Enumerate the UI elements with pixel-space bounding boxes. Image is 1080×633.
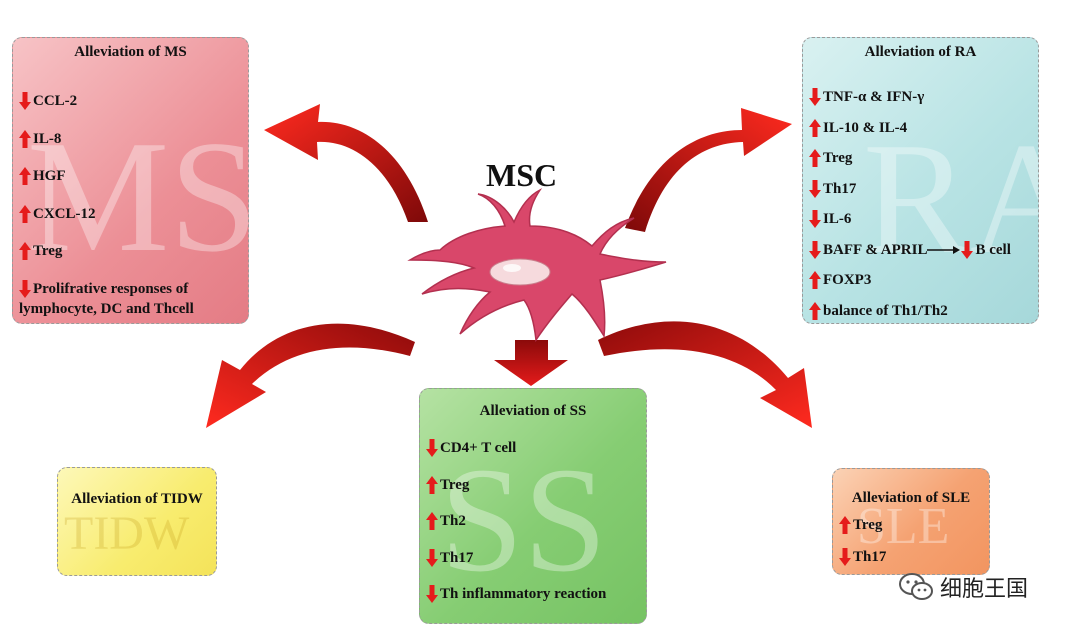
ra-item-text: balance of Th1/Th2 bbox=[823, 302, 948, 319]
ra-title: Alleviation of RA bbox=[864, 44, 977, 60]
up-arrow-icon bbox=[19, 242, 31, 260]
ra-list-item: TNF-α & IFN-γ bbox=[809, 87, 924, 107]
ss-list-item: Th inflammatory reaction bbox=[426, 584, 606, 604]
down-arrow-icon bbox=[19, 92, 31, 110]
arrow-to-ra bbox=[625, 108, 792, 232]
down-arrow-icon bbox=[839, 548, 851, 566]
ms-item-text: HGF bbox=[33, 168, 66, 184]
msc-label: MSC bbox=[486, 157, 558, 193]
up-arrow-icon bbox=[809, 118, 821, 137]
down-arrow-icon bbox=[809, 210, 821, 228]
ms-list-item: HGF bbox=[19, 166, 66, 186]
tidw-box: TIDW Alleviation of TIDW bbox=[57, 467, 217, 576]
ms-item-text-line2: lymphocyte, DC and Thcell bbox=[19, 300, 194, 317]
ra-list-item: IL-10 & IL-4 bbox=[809, 118, 907, 138]
ms-list-item: Prolifrative responses of lymphocyte, DC … bbox=[19, 279, 194, 319]
ms-list-item: IL-8 bbox=[19, 129, 61, 149]
sle-item-text: Treg bbox=[853, 517, 883, 533]
ss-list-item: Treg bbox=[426, 475, 469, 495]
ss-item-text: Th2 bbox=[440, 513, 466, 529]
down-arrow-icon bbox=[809, 240, 821, 259]
up-arrow-icon bbox=[19, 204, 31, 223]
ra-box: RA Alleviation of RA TNF-α & IFN-γIL-10 … bbox=[802, 37, 1039, 324]
ms-item-text: CXCL-12 bbox=[33, 205, 96, 222]
ss-list-item: CD4+ T cell bbox=[426, 438, 516, 458]
up-arrow-icon bbox=[19, 167, 31, 185]
ms-item-text: CCL-2 bbox=[33, 93, 78, 109]
ms-list-item: CXCL-12 bbox=[19, 204, 96, 224]
wechat-icon bbox=[899, 573, 933, 600]
brand-text: 细胞王国 bbox=[940, 577, 1029, 602]
tidw-title: Alleviation of TIDW bbox=[71, 491, 203, 507]
ra-item-text: IL-10 & IL-4 bbox=[823, 119, 908, 136]
up-arrow-icon bbox=[809, 271, 821, 289]
ra-item-text: Th17 bbox=[823, 180, 857, 197]
up-arrow-icon bbox=[809, 149, 821, 167]
ra-list-item: FOXP3 bbox=[809, 270, 871, 290]
ss-title: Alleviation of SS bbox=[479, 403, 587, 419]
down-arrow-icon bbox=[19, 279, 31, 298]
ms-item-text: Prolifrative responses of bbox=[33, 280, 189, 297]
arrow-to-ss bbox=[494, 340, 568, 386]
up-arrow-icon bbox=[426, 475, 438, 494]
ms-item-text: Treg bbox=[33, 243, 63, 259]
ra-item-text: Treg bbox=[823, 150, 853, 166]
ra-item-text: IL-6 bbox=[823, 211, 852, 227]
sle-list-item: Treg bbox=[839, 515, 882, 535]
ms-list-item: Treg bbox=[19, 241, 62, 261]
arrow-to-tidw bbox=[206, 323, 415, 428]
ra-item-text: BAFF & APRIL bbox=[823, 241, 928, 258]
down-arrow-icon bbox=[809, 179, 821, 198]
ra-list-item: Treg bbox=[809, 148, 852, 168]
arrow-to-sle bbox=[598, 321, 812, 428]
sle-title: Alleviation of SLE bbox=[851, 490, 971, 506]
down-arrow-icon bbox=[426, 548, 438, 567]
ss-item-text: CD4+ T cell bbox=[440, 440, 517, 456]
ra-item-text: TNF-α & IFN-γ bbox=[823, 89, 925, 105]
down-arrow-icon bbox=[809, 88, 821, 106]
down-arrow-icon bbox=[426, 585, 438, 603]
up-arrow-icon bbox=[19, 129, 31, 148]
up-arrow-icon bbox=[809, 301, 821, 320]
ra-list-item: balance of Th1/Th2 bbox=[809, 301, 948, 321]
ss-item-text: Th inflammatory reaction bbox=[440, 586, 607, 602]
sle-list-item: Th17 bbox=[839, 547, 886, 567]
ms-list-item: CCL-2 bbox=[19, 91, 77, 111]
ms-item-text: IL-8 bbox=[33, 130, 62, 147]
ss-list-item: Th17 bbox=[426, 548, 473, 568]
ra-item-text: FOXP3 bbox=[823, 272, 872, 288]
ra-item-target-text: B cell bbox=[975, 241, 1011, 258]
sle-item-text: Th17 bbox=[853, 549, 887, 565]
brand-watermark: 细胞王国 bbox=[898, 571, 1028, 603]
ms-item-text-block: Prolifrative responses of lymphocyte, DC … bbox=[19, 279, 194, 319]
up-arrow-icon bbox=[426, 512, 438, 530]
ss-item-text: Treg bbox=[440, 476, 470, 493]
ss-item-text: Th17 bbox=[440, 549, 474, 566]
ra-list-item: Th17 bbox=[809, 179, 856, 199]
right-arrow-icon bbox=[927, 245, 961, 254]
ss-list-item: Th2 bbox=[426, 511, 466, 531]
msc-cell-graphic bbox=[407, 188, 667, 343]
up-arrow-icon bbox=[839, 516, 851, 534]
tidw-watermark: TIDW bbox=[64, 507, 190, 560]
ms-title: Alleviation of MS bbox=[74, 44, 187, 60]
ra-list-item: IL-6 bbox=[809, 209, 851, 229]
down-arrow-icon bbox=[961, 240, 974, 259]
arrow-to-ms bbox=[264, 104, 428, 222]
ra-list-item: BAFF & APRIL B cell bbox=[809, 240, 1011, 260]
down-arrow-icon bbox=[426, 439, 438, 457]
